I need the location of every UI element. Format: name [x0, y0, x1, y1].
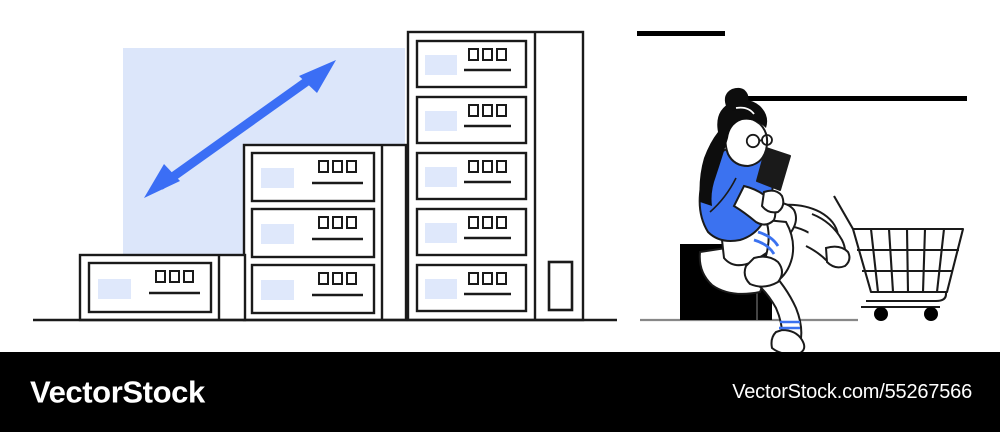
person-hair	[699, 99, 768, 206]
short-accent-bar	[637, 31, 725, 36]
person-hair-bun	[724, 87, 749, 111]
person-hair-tie	[735, 106, 755, 115]
cart-wheel	[924, 307, 938, 321]
tall-rack-slot	[547, 260, 574, 312]
double-headed-growth-arrow	[144, 60, 336, 198]
mid-rack	[242, 143, 408, 322]
low-left-rack	[78, 253, 247, 322]
cart-wheel	[874, 307, 888, 321]
server-unit	[87, 261, 213, 314]
person-hand	[824, 245, 851, 269]
server-unit	[415, 39, 528, 89]
shopping-cart	[833, 195, 965, 321]
illustration-svg	[33, 30, 967, 352]
server-unit	[415, 95, 528, 145]
cart-lower-frame	[866, 292, 948, 303]
person-raised-shoe	[743, 255, 783, 288]
seated-woman-with-tablet	[698, 87, 851, 352]
watermark-footer: VectorStock VectorStock.com/55267566	[0, 352, 1000, 432]
server-unit	[415, 263, 528, 313]
glasses-icon	[745, 133, 773, 149]
brand-url: VectorStock.com/55267566	[732, 381, 972, 403]
tall-rack	[406, 30, 585, 322]
person-raised-ankle-stripe	[753, 238, 776, 255]
person-tablet	[756, 147, 791, 191]
server-unit	[250, 207, 376, 259]
server-unit	[250, 263, 376, 315]
brand-wordmark: VectorStock	[30, 374, 205, 410]
illustration-artboard	[33, 30, 967, 352]
person-front-foot	[770, 328, 806, 352]
cart-handle	[833, 195, 854, 230]
person-shirt-fold	[709, 177, 737, 213]
person-raised-ankle-stripe	[757, 230, 780, 247]
person-near-hand	[760, 189, 785, 214]
server-unit	[415, 151, 528, 201]
long-accent-bar	[727, 96, 967, 101]
server-unit	[250, 151, 376, 203]
server-unit	[415, 207, 528, 257]
